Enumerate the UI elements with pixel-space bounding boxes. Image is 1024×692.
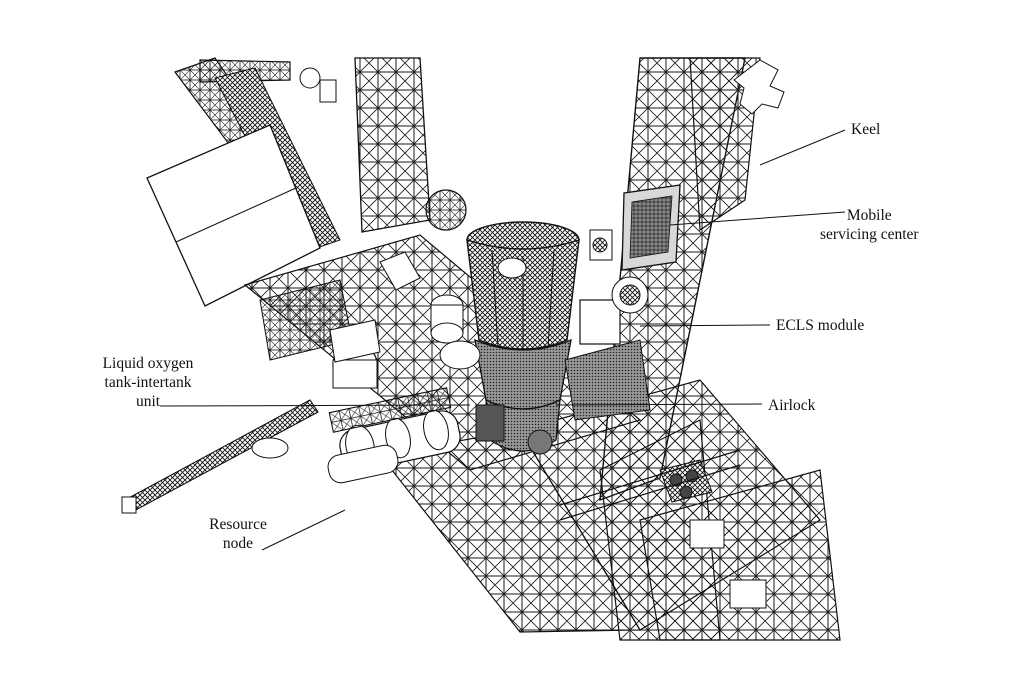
center-vertical-truss — [354, 57, 431, 233]
resource-node — [327, 444, 399, 484]
keel-leader — [759, 129, 846, 166]
gimbal-sphere — [425, 189, 467, 231]
deck-equipment — [329, 251, 481, 389]
mobile-leader — [669, 211, 846, 226]
resource-leader — [261, 509, 346, 551]
lower-right-equipment — [559, 449, 767, 609]
ecls-module — [579, 276, 649, 345]
central-module — [466, 221, 580, 410]
resource-label-line2: node — [222, 535, 254, 552]
keel-label-text: Keel — [851, 121, 881, 138]
ecls-leader — [639, 324, 771, 327]
resource-label-line1: Resource — [209, 516, 267, 533]
airlock — [475, 339, 651, 455]
solar-panel — [146, 124, 321, 307]
lox-leader — [159, 404, 471, 407]
lox-label-line3: unit — [135, 393, 161, 410]
mobile-label-line2: servicing center — [820, 226, 919, 243]
lox-label-line1: Liquid oxygen — [102, 355, 194, 372]
airlock-leader — [555, 403, 763, 406]
airlock-label-text: Airlock — [768, 397, 816, 414]
manipulator-arm — [121, 399, 319, 514]
ecls-module-label: ECLS module — [776, 316, 864, 335]
lox-tank-label: Liquid oxygen tank-intertank unit — [78, 354, 218, 411]
keel-label: Keel — [851, 120, 880, 139]
ecls-label-text: ECLS module — [776, 317, 865, 334]
mobile-servicing-center — [589, 184, 681, 271]
resource-node-label: Resource node — [198, 515, 278, 553]
mobile-label-line1: Mobile — [846, 207, 892, 224]
lox-label-line2: tank-intertank — [104, 374, 192, 391]
mobile-servicing-center-label: Mobile servicing center — [820, 206, 919, 244]
leader-lines — [159, 129, 846, 551]
airlock-label: Airlock — [768, 396, 815, 415]
